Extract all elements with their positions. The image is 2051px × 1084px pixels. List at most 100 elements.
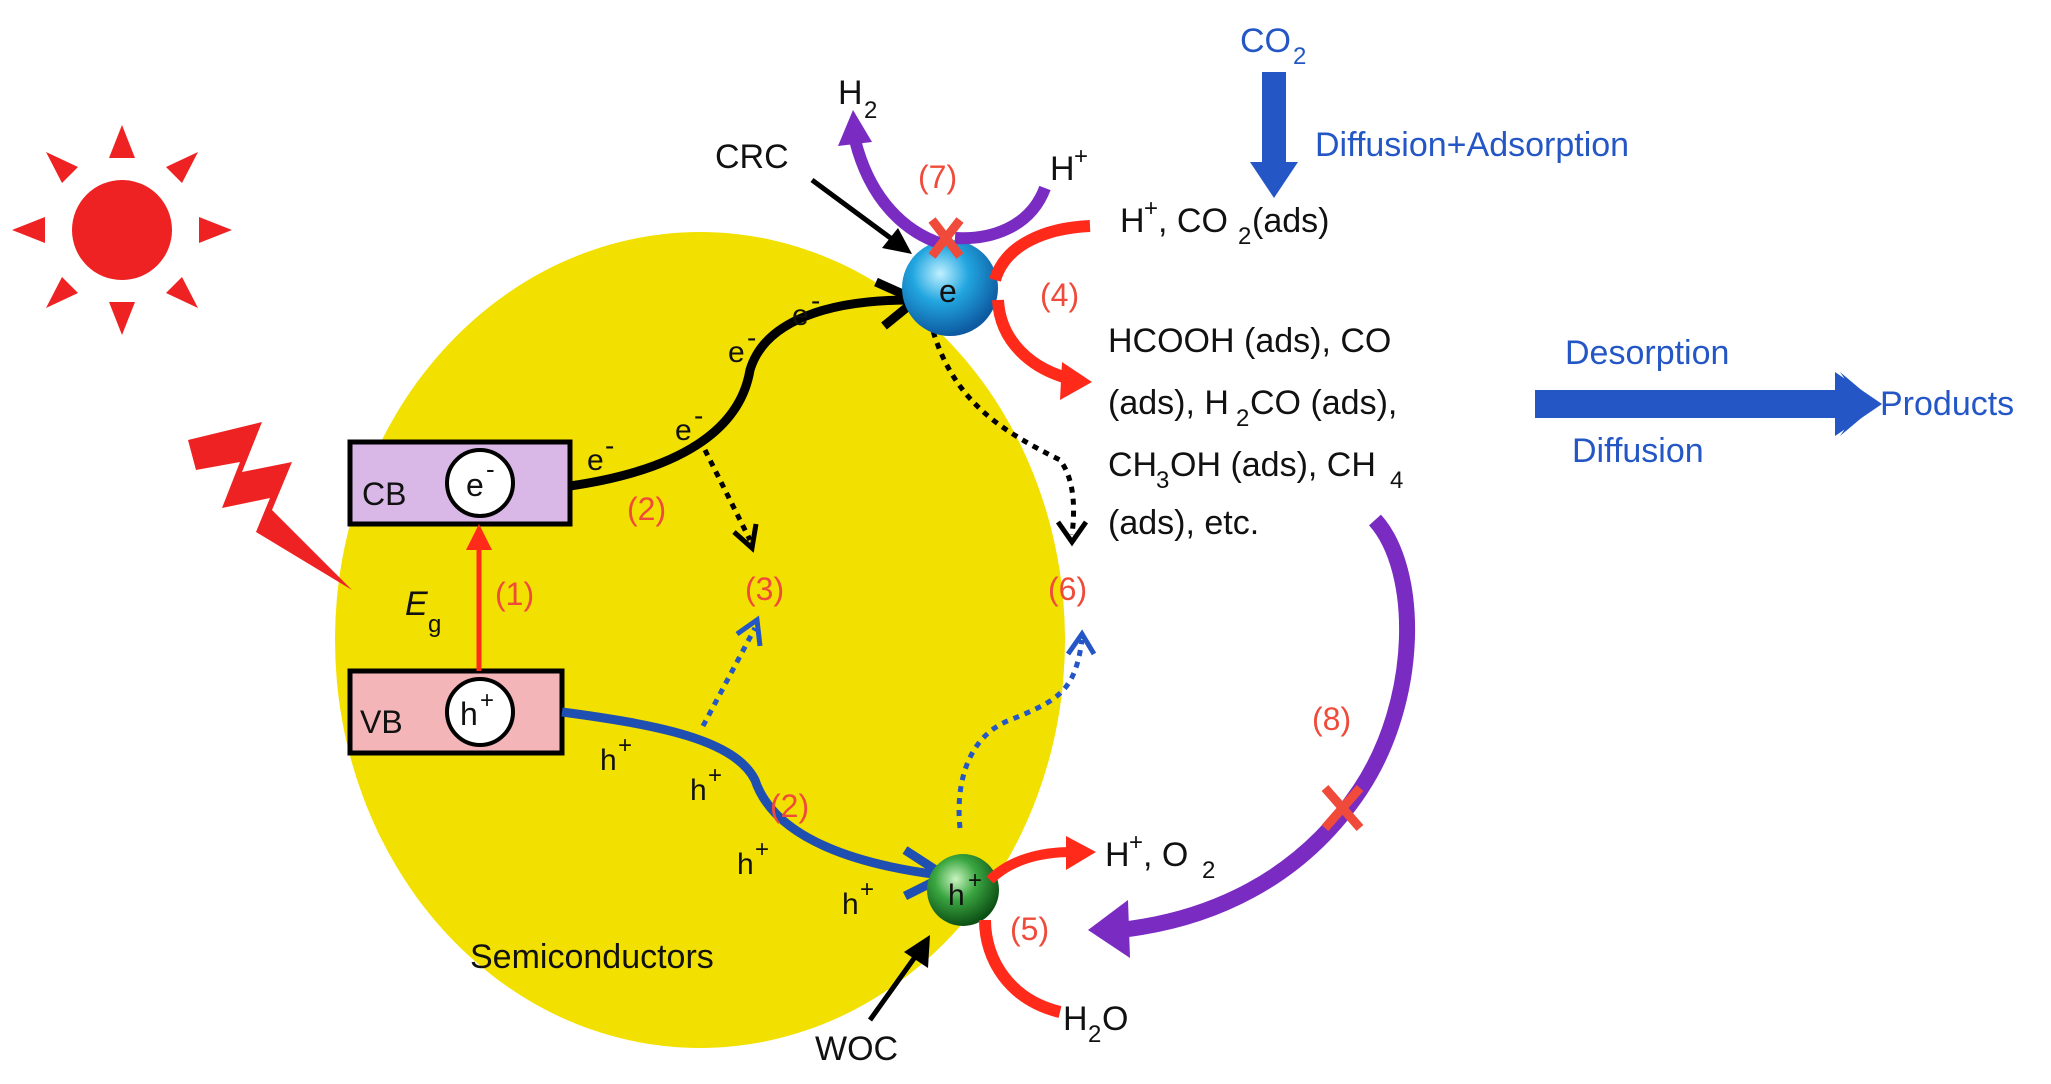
electron-label-2-minus: -	[694, 400, 703, 431]
hole-label-3: h	[737, 848, 754, 881]
hole-bulk-recombination-head	[735, 615, 763, 647]
electron-label-2: e	[675, 414, 692, 447]
co2-down-arrow-head	[1250, 162, 1298, 198]
semiconductors-label: Semiconductors	[470, 938, 714, 976]
step-2b-label: (2)	[770, 788, 809, 824]
water-oxidation-in-arrow	[979, 919, 1062, 1018]
vb-hole-circle	[445, 677, 515, 747]
co2-down-arrow-shaft	[1262, 72, 1286, 164]
cb-electron-e: e	[466, 467, 484, 503]
step-8-label: (8)	[1312, 701, 1351, 737]
h2-evolution-arrow-head	[838, 110, 872, 146]
hole-surface-recombination-path	[956, 639, 1085, 829]
products-line-3-sub2: 4	[1390, 467, 1403, 494]
hplus-o2-mid: , O	[1143, 836, 1188, 874]
cb-electron-circle	[445, 448, 515, 518]
crc-label: CRC	[715, 138, 789, 176]
adsorbed-reactants-2: 2	[1238, 223, 1251, 250]
hole-label-4-plus: +	[860, 876, 874, 903]
crc-sphere-e: e	[939, 273, 957, 309]
co2-top-2: 2	[1293, 43, 1306, 70]
co2-reduction-out-arrow	[992, 299, 1077, 386]
products-line-2-sub: 2	[1236, 405, 1249, 432]
water-2: 2	[1088, 1021, 1101, 1048]
electron-bulk-recombination-head	[732, 523, 759, 553]
electron-surface-recombination-head	[1055, 520, 1089, 547]
vb-hole-h: h	[460, 696, 478, 732]
sun-icon	[12, 125, 232, 335]
eg-label-g: g	[428, 611, 441, 638]
products-line-2a: (ads), H	[1108, 384, 1229, 422]
hole-label-1-plus: +	[618, 732, 632, 759]
step-2a-label: (2)	[627, 491, 666, 527]
hole-label-2-plus: +	[708, 762, 722, 789]
woc-sphere	[927, 854, 999, 926]
cb-label: CB	[362, 476, 406, 512]
woc-sphere-plus: +	[968, 867, 982, 894]
step-7-label: (7)	[918, 159, 957, 195]
woc-label: WOC	[815, 1030, 898, 1068]
adsorbed-reactants-rest: (ads)	[1252, 202, 1329, 240]
vb-hole-plus: +	[480, 687, 494, 714]
woc-pointer-head	[904, 935, 930, 968]
semiconductor-particle	[335, 232, 1065, 1048]
step-5-label: (5)	[1010, 911, 1049, 947]
hplus-o2-H: H	[1105, 836, 1130, 874]
crc-sphere	[902, 240, 998, 336]
adsorbed-reactants-plus: +	[1144, 195, 1158, 222]
hole-transfer-path	[561, 707, 941, 880]
co2-reduction-in-arrow	[989, 220, 1091, 282]
water-H: H	[1063, 1000, 1088, 1038]
products-line-1: HCOOH (ads), CO	[1108, 322, 1391, 360]
hole-label-4: h	[842, 888, 859, 921]
hole-surface-recombination-head	[1065, 629, 1097, 656]
hplus-top-H: H	[1050, 150, 1075, 188]
cross-icon	[928, 217, 964, 259]
electron-bulk-recombination-path	[702, 448, 753, 542]
products-line-3-sub: 3	[1156, 467, 1169, 494]
lightning-icon	[188, 422, 352, 590]
hplus-top-plus: +	[1074, 143, 1088, 170]
hole-label-3-plus: +	[755, 836, 769, 863]
electron-label-3-minus: -	[747, 322, 756, 353]
cb-electron-minus: -	[486, 454, 495, 484]
co2-reduction-out-arrow-head	[1060, 362, 1092, 400]
electron-label-4-minus: -	[811, 285, 820, 316]
diffusion-label: Diffusion	[1572, 432, 1704, 470]
products-line-4: (ads), etc.	[1108, 504, 1259, 542]
step-4-label: (4)	[1040, 277, 1079, 313]
crc-pointer-head	[882, 228, 912, 254]
desorption-label: Desorption	[1565, 334, 1729, 372]
electron-label-1: e	[587, 444, 604, 477]
electron-label-1-minus: -	[605, 430, 614, 461]
crc-pointer	[810, 177, 902, 248]
electron-transfer-path	[569, 295, 911, 491]
co2-top-CO: CO	[1240, 22, 1291, 60]
hplus-o2-plus: +	[1129, 829, 1143, 856]
desorption-arrow-tip	[1835, 372, 1882, 436]
products-line-3b: OH (ads), CH	[1170, 446, 1376, 484]
woc-pointer	[867, 948, 923, 1022]
eg-label-E: E	[405, 585, 428, 623]
hole-label-2: h	[690, 774, 707, 807]
cross-icon	[1321, 785, 1364, 831]
back-reaction-arrow-head	[1088, 900, 1130, 958]
water-O: O	[1102, 1000, 1128, 1038]
hplus-o2-2: 2	[1202, 857, 1215, 884]
excitation-arrow-head	[466, 524, 492, 550]
hole-label-1: h	[600, 744, 617, 777]
products-label: Products	[1880, 385, 2014, 423]
step-1-label: (1)	[495, 576, 534, 612]
h2-label-2: 2	[864, 97, 877, 124]
h2-evolution-arrow	[849, 138, 944, 250]
water-oxidation-out-arrow-head	[1066, 836, 1096, 870]
hplus-to-h2-arrow	[954, 185, 1051, 245]
products-line-3a: CH	[1108, 446, 1157, 484]
step-6-label: (6)	[1048, 571, 1087, 607]
adsorbed-reactants-co: , CO	[1158, 202, 1228, 240]
diffusion-adsorption-label: Diffusion+Adsorption	[1315, 126, 1629, 164]
woc-sphere-h: h	[948, 879, 965, 912]
electron-label-4: e	[792, 299, 809, 332]
desorption-arrow-shaft	[1535, 390, 1845, 418]
